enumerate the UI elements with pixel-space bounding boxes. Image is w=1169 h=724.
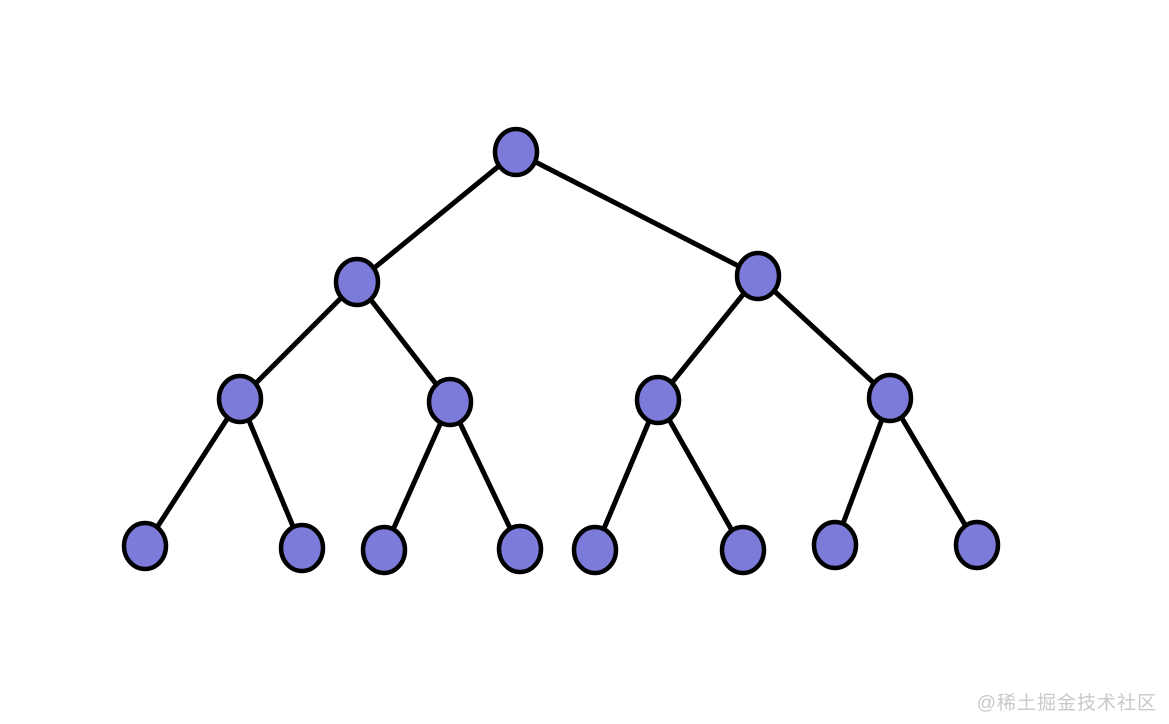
tree-node-LRL	[360, 524, 408, 576]
tree-edge-LL-LLR	[237, 398, 305, 549]
tree-edge-LL-LLL	[142, 397, 243, 548]
tree-node-RRR	[953, 519, 1001, 571]
tree-node-L	[333, 256, 381, 308]
tree-edge-LR-LRL	[381, 400, 453, 552]
tree-node-R	[734, 250, 782, 302]
tree-node-RL	[634, 374, 682, 426]
tree-node-RRL	[811, 519, 859, 571]
tree-node-RR	[866, 372, 914, 424]
tree-node-LL	[216, 373, 264, 425]
tree-node-LLL	[121, 520, 169, 572]
tree-edge-RL-RLR	[655, 398, 746, 552]
tree-node-LR	[426, 376, 474, 428]
tree-edge-RR-RRL	[832, 397, 893, 546]
tree-edge-root-L	[355, 150, 518, 284]
tree-edge-RR-RRR	[887, 396, 980, 547]
tree-edge-R-RR	[756, 274, 892, 400]
tree-node-RLR	[719, 524, 767, 576]
tree-edge-R-RL	[656, 274, 760, 402]
tree-edge-L-LR	[355, 280, 452, 404]
tree-node-LRR	[496, 523, 544, 575]
watermark: @稀土掘金技术社区	[976, 693, 1157, 714]
tree-edge-LR-LRR	[447, 400, 523, 551]
tree-node-RLL	[571, 524, 619, 576]
tree-edge-root-R	[514, 149, 760, 279]
tree-edge-L-LL	[238, 280, 359, 401]
tree-edge-RL-RLL	[592, 399, 661, 551]
tree-node-root	[492, 126, 540, 178]
tree-node-LLR	[278, 522, 326, 574]
